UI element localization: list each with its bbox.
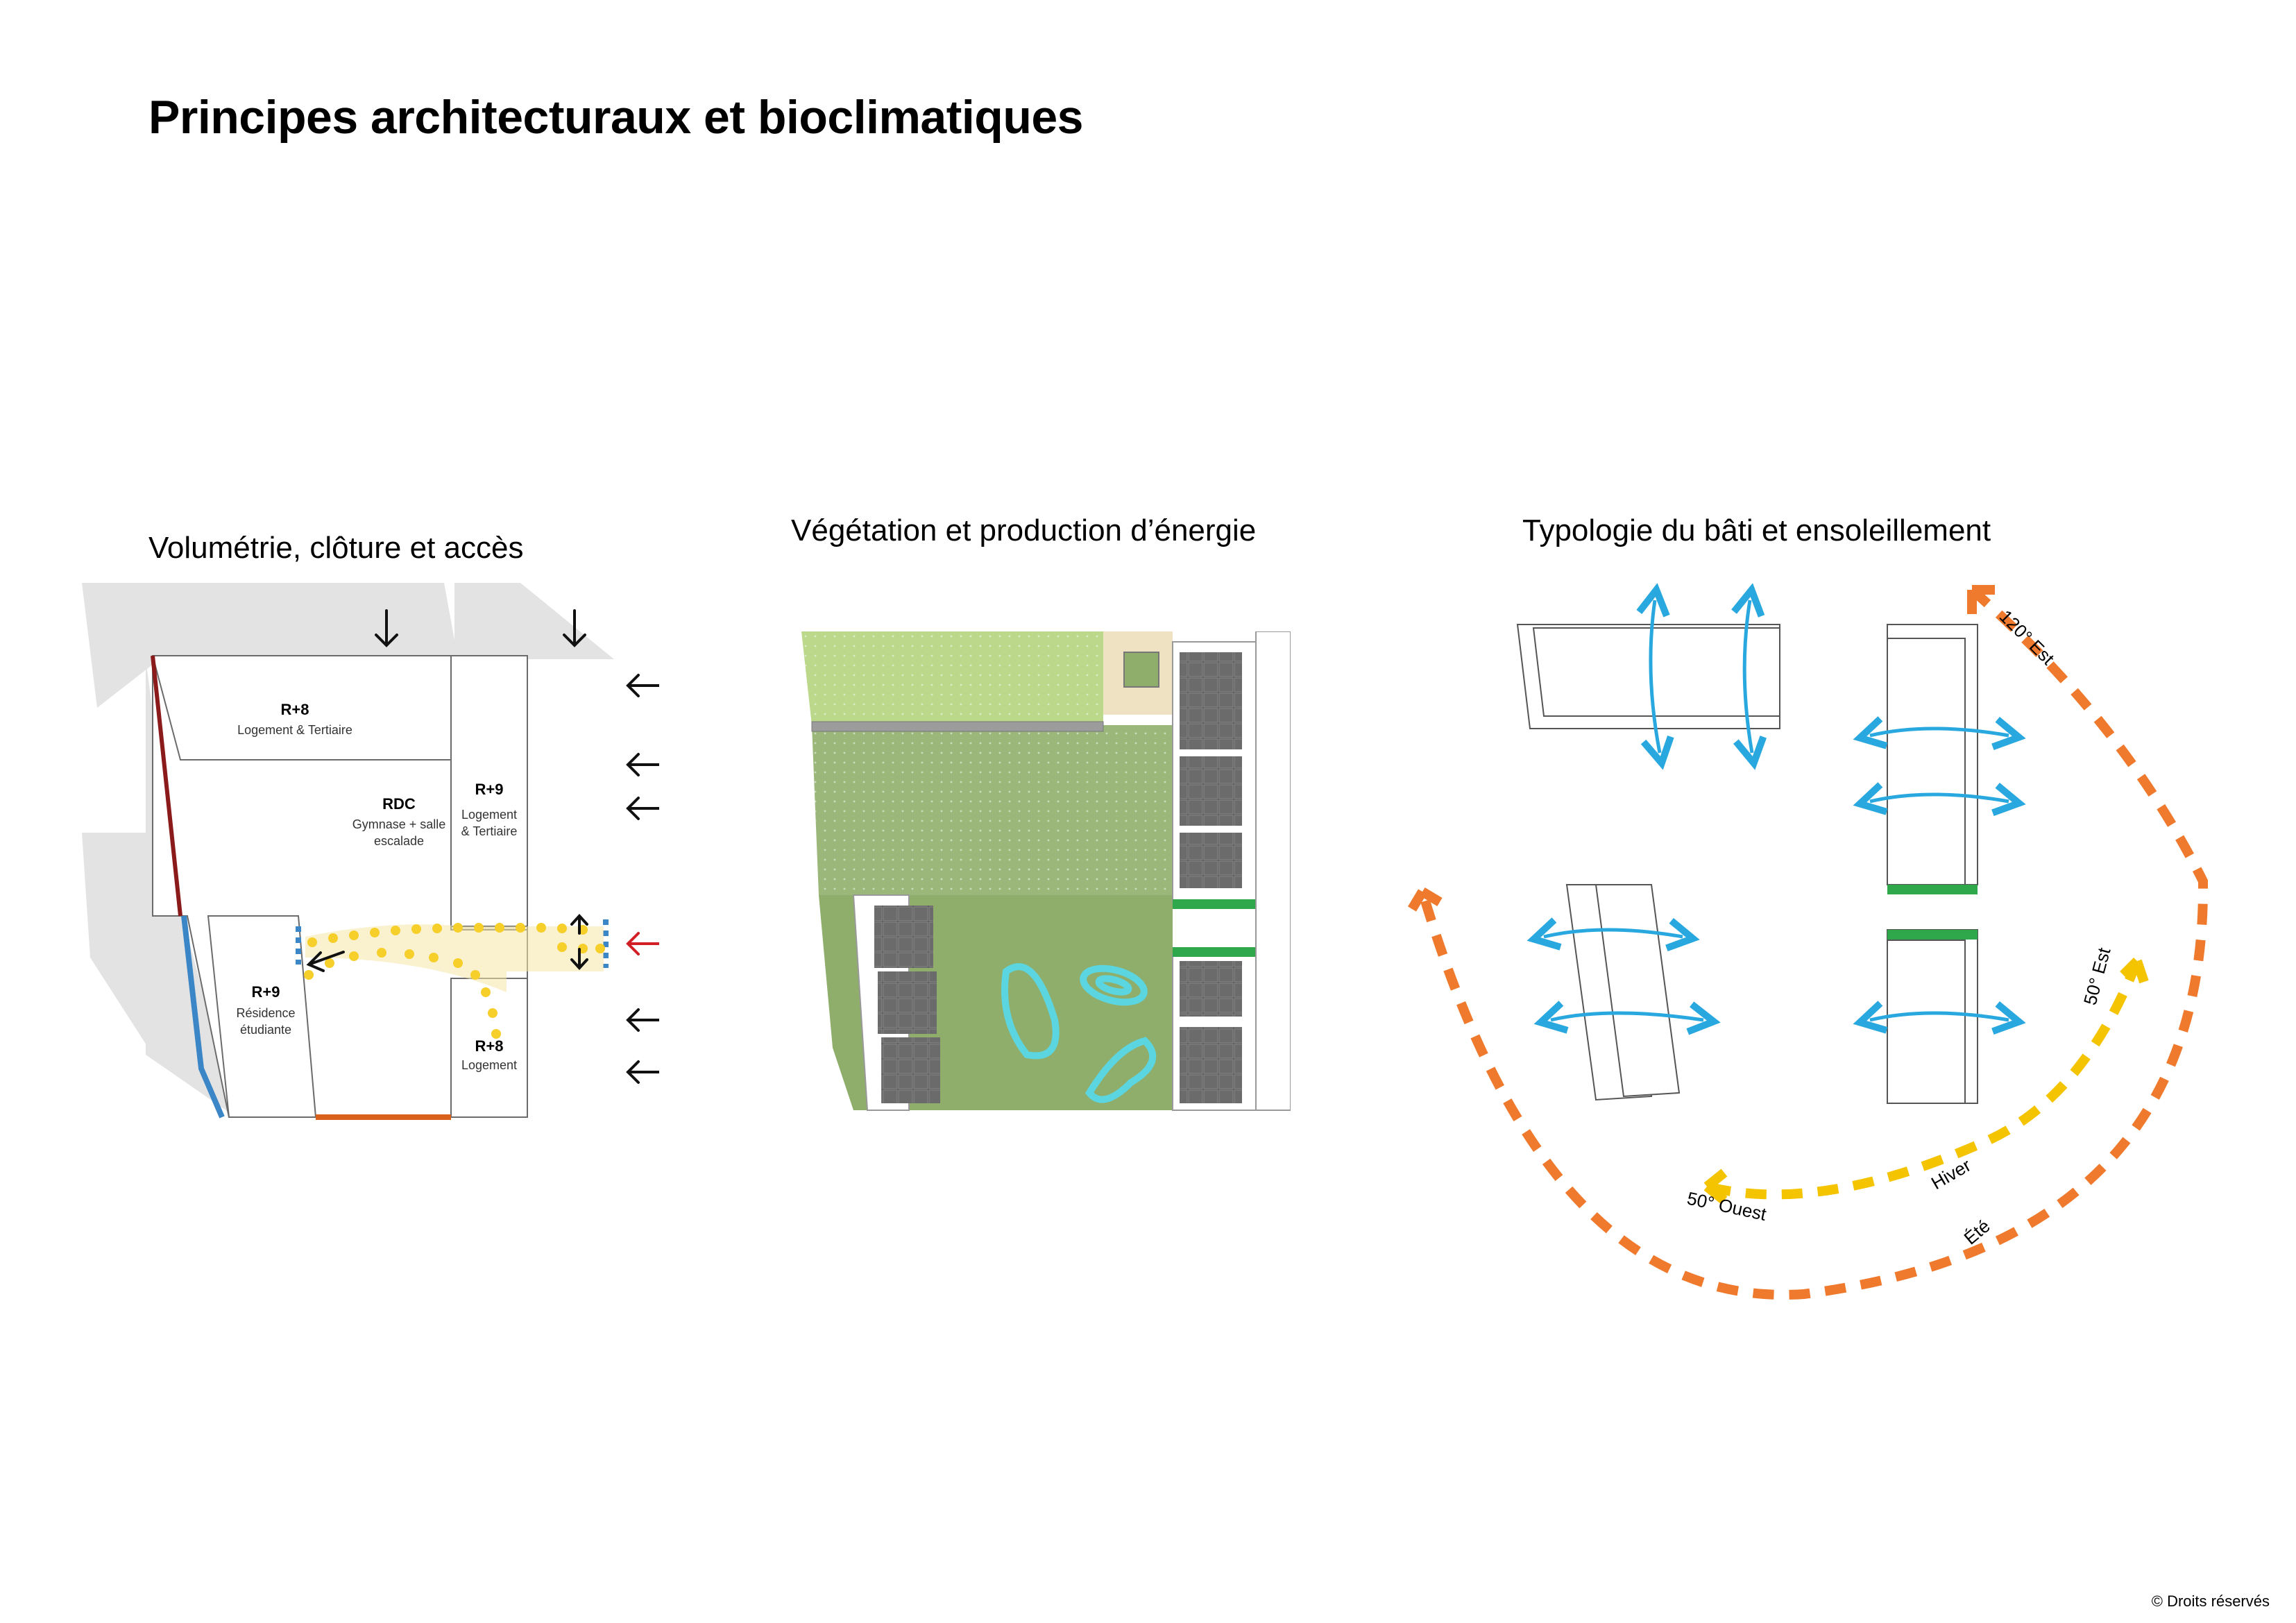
green-roof-band xyxy=(1887,885,1978,894)
fence-dark-red xyxy=(151,655,182,917)
solar-panel xyxy=(1180,1027,1242,1103)
block-use-r9-east-2: & Tertiaire xyxy=(461,824,518,838)
solar-panel xyxy=(1180,833,1242,888)
block-label-r8-south: R+8 xyxy=(475,1037,504,1055)
green-roof-band xyxy=(1887,930,1978,940)
subtitle-volumetry: Volumétrie, clôture et accès xyxy=(148,531,524,565)
block-use-rdc-2: escalade xyxy=(374,834,424,848)
green-roof-band xyxy=(1173,947,1277,957)
block-use-rdc-1: Gymnase + salle xyxy=(352,817,446,831)
solar-panel xyxy=(881,1037,940,1103)
ponds xyxy=(1001,963,1157,1103)
block-label-r9-east: R+9 xyxy=(475,781,504,798)
winter-sun-arc xyxy=(1706,959,2142,1200)
summer-sun-arc xyxy=(1418,586,2209,1300)
subtitle-vegetation: Végétation et production d’énergie xyxy=(791,513,1257,547)
label-summer: Été xyxy=(1960,1216,1994,1249)
solar-panel xyxy=(878,971,937,1034)
copyright: © Droits réservés xyxy=(2151,1592,2270,1610)
solar-panel xyxy=(1180,652,1242,749)
vegetation-diagram xyxy=(801,631,1291,1111)
typology-diagram: 120° Est 50° Est 50° Ouest Hiver Été xyxy=(1407,562,2209,1300)
volumetry-diagram: R+8 Logement & Tertiaire RDC Gymnase + s… xyxy=(82,583,659,1120)
solar-panel xyxy=(874,906,933,968)
main-access-arrow xyxy=(626,932,659,955)
access-arrows xyxy=(306,609,659,1084)
label-120-east: 120° Est xyxy=(1996,606,2059,669)
block-use-r8-south: Logement xyxy=(461,1058,517,1072)
block-label-r8-north: R+8 xyxy=(281,701,309,718)
green-roof-band xyxy=(1173,899,1277,909)
solar-panel xyxy=(1180,756,1242,826)
label-50-east: 50° Est xyxy=(2080,945,2115,1008)
block-use-student-1: Résidence xyxy=(236,1006,295,1020)
block-label-rdc: RDC xyxy=(382,795,416,813)
pedestrian-path xyxy=(304,923,605,1039)
subtitle-typology: Typologie du bâti et ensoleillement xyxy=(1522,513,1991,547)
fence-blue xyxy=(181,915,225,1119)
building-types xyxy=(1516,624,1978,1104)
ventilation-arrows xyxy=(1544,600,2009,1020)
block-use-r8-north: Logement & Tertiaire xyxy=(237,723,352,737)
solar-panel xyxy=(1180,961,1242,1017)
block-use-student-2: étudiante xyxy=(240,1023,291,1037)
building-footprints xyxy=(151,655,528,1118)
block-use-r9-east-1: Logement xyxy=(461,808,517,822)
page-title: Principes architecturaux et bioclimatiqu… xyxy=(148,91,1084,144)
block-label-r9-student: R+9 xyxy=(252,983,280,1001)
